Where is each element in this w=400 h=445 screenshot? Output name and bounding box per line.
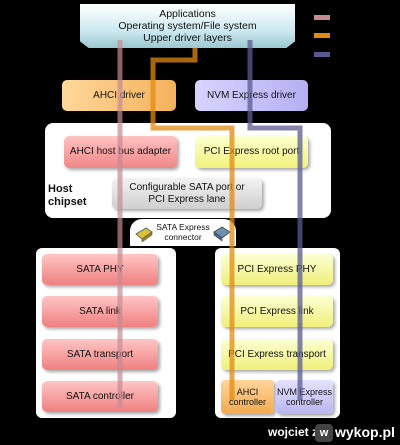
- nvm-express-controller-box: NVM Express controller: [276, 380, 333, 414]
- nvm-controller-line-2: controller: [285, 397, 323, 407]
- apps-line-1: Applications: [159, 7, 216, 20]
- pcie-phy-box: PCI Express PHY: [221, 254, 333, 285]
- nvm-express-driver-box: NVM Express driver: [195, 80, 308, 111]
- ahci-controller-line-1: AHCI: [236, 386, 259, 397]
- pci-express-root-port-box: PCI Express root port: [195, 136, 308, 168]
- configurable-port-box: Configurable SATA port or PCI Express la…: [112, 178, 262, 209]
- connector-label: SATA Express connector: [153, 222, 213, 244]
- config-port-line-2: PCI Express lane: [148, 193, 226, 205]
- sata-link-box: SATA link: [42, 296, 158, 327]
- wykop-logo-icon: w: [315, 424, 333, 442]
- host-chipset-label-line-2: chipset: [48, 195, 87, 208]
- legend-nvm-path-swatch: [314, 52, 330, 57]
- host-chipset-label: Host chipset: [48, 183, 93, 213]
- ahci-controller-box: AHCI controller: [221, 380, 274, 414]
- connector-plug-icon: [134, 224, 154, 243]
- pcie-link-box: PCI Express link: [221, 296, 333, 327]
- config-port-line-1: Configurable SATA port or: [129, 182, 245, 193]
- legend-ahci-path-swatch: [314, 33, 330, 38]
- connector-label-line-2: connector: [164, 232, 202, 242]
- ahci-controller-line-2: controller: [228, 397, 266, 407]
- sata-transport-box: SATA transport: [42, 339, 158, 370]
- ahci-host-bus-adapter-box: AHCI host bus adapter: [64, 136, 177, 168]
- apps-line-2: Operating system/File system: [118, 19, 257, 32]
- pcie-transport-box: PCI Express transport: [221, 339, 333, 370]
- watermark-user: wojciet z: [268, 425, 318, 441]
- legend-sata-path-swatch: [314, 15, 330, 20]
- watermark-site: wykop.pl: [335, 423, 395, 440]
- applications-banner: Applications Operating system/File syste…: [80, 4, 295, 48]
- watermark-user-name: wojciet: [268, 425, 309, 440]
- sata-phy-box: SATA PHY: [42, 254, 158, 285]
- host-chipset-label-line-1: Host: [48, 183, 73, 195]
- connector-socket-icon: [212, 224, 232, 242]
- nvm-controller-line-1: NVM Express: [276, 386, 332, 397]
- sata-controller-box: SATA controller: [42, 381, 158, 412]
- apps-line-3: Upper driver layers: [143, 32, 232, 45]
- ahci-driver-box: AHCI driver: [62, 80, 176, 111]
